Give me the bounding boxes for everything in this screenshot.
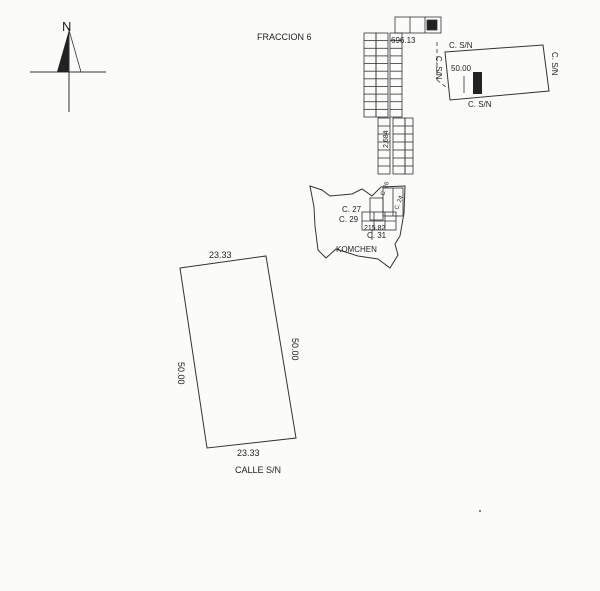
lot-left-dimension: 50.00 (176, 362, 186, 385)
highlighted-lot (426, 19, 438, 31)
street-c31: C. 31 (367, 231, 387, 240)
north-label: N (62, 19, 71, 34)
small-lot-parcel (444, 44, 550, 101)
connector-lines (436, 42, 448, 89)
street-c26: C. 26 (380, 181, 391, 197)
street-bottom-small: C. S/N (468, 100, 492, 109)
town-small-dimension: 215.82 (364, 225, 386, 232)
street-top-right: C. S/N (449, 41, 473, 50)
lot-strip-b (375, 32, 389, 118)
street-main-bottom: CALLE S/N (235, 465, 281, 475)
map-dot (479, 510, 481, 512)
street-left-vertical: C. S/N (434, 56, 443, 80)
lot-bottom-dimension: 23.33 (237, 448, 260, 458)
vertical-dimension-label: 2,684 (383, 130, 390, 148)
small-lot-width-label: 50.00 (451, 64, 472, 73)
lot-top-dimension: 23.33 (209, 250, 232, 260)
lot-right-dimension: 50.00 (290, 338, 300, 361)
small-lot-building (473, 72, 482, 94)
street-right-vertical: C. S/N (550, 52, 559, 76)
komchen-town (309, 185, 406, 269)
main-lot (179, 255, 297, 449)
street-c24: C. 24 (394, 195, 405, 211)
lot-strips (363, 32, 414, 175)
top-blocks (394, 16, 442, 34)
town-name: KOMCHEN (336, 245, 377, 254)
street-c29: C. 29 (339, 215, 359, 224)
north-arrow: N (30, 19, 106, 112)
lot-strip-f (404, 117, 414, 175)
lot-strip-d (377, 117, 391, 175)
map-title: FRACCION 6 (257, 32, 312, 42)
top-dimension-label: 696.13 (391, 36, 416, 45)
street-c27: C. 27 (342, 205, 362, 214)
north-arrow-icon (57, 30, 69, 72)
